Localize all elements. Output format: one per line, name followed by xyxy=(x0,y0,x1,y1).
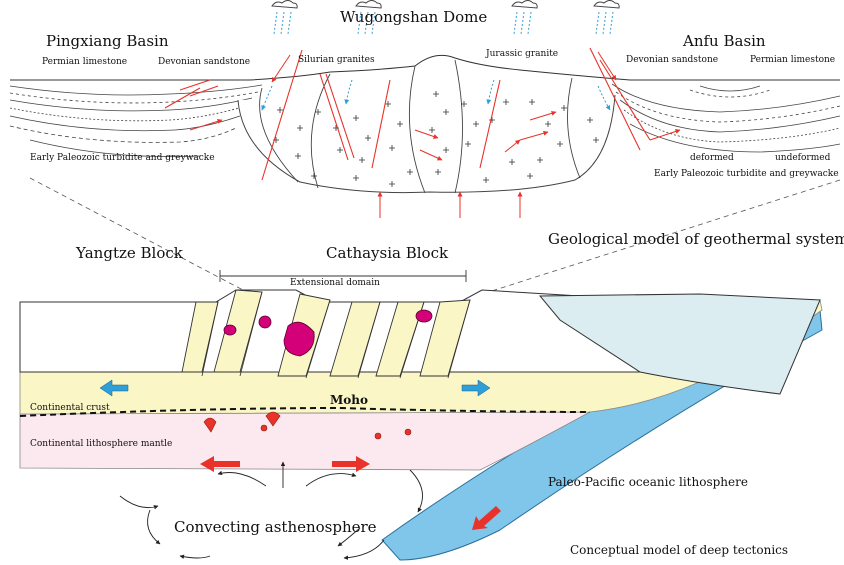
turbidite-left-label: Early Paleozoic turbidite and greywacke xyxy=(30,153,215,163)
pingxiang-basin-layers xyxy=(9,84,263,158)
convecting-asthenosphere-label: Convecting asthenosphere xyxy=(174,518,377,536)
granite-texture xyxy=(273,91,599,187)
mantle-diapirs xyxy=(203,411,412,440)
deformed-label: deformed xyxy=(690,153,734,163)
lithosphere-mantle-label: Continental lithosphere mantle xyxy=(30,439,172,449)
devonian-sandstone-right-label: Devonian sandstone xyxy=(626,55,718,65)
yangtze-block-label: Yangtze Block xyxy=(75,244,184,262)
continental-crust-label: Continental crust xyxy=(30,403,110,413)
anfu-basin-label: Anfu Basin xyxy=(682,32,766,50)
mantle-flow-arrows xyxy=(200,456,501,530)
sea-surface xyxy=(538,293,821,395)
permian-limestone-left-label: Permian limestone xyxy=(42,57,127,67)
turbidite-right-label: Early Paleozoic turbidite and greywacke xyxy=(654,169,839,179)
arrow-down-left-icon xyxy=(472,506,501,530)
ground-surface xyxy=(10,54,840,81)
permian-limestone-right-label: Permian limestone xyxy=(750,55,835,65)
extensional-domain-bracket xyxy=(219,270,467,282)
extension-arrows xyxy=(99,379,491,397)
arrow-right-icon xyxy=(461,379,491,397)
wugongshan-dome-title: Wugongshan Dome xyxy=(340,8,487,26)
zoom-connector-lines xyxy=(29,177,841,301)
jurassic-granite-label: Jurassic granite xyxy=(485,49,558,59)
undeformed-label: undeformed xyxy=(775,153,831,163)
anfu-basin-layers xyxy=(611,83,841,153)
convection-arrows xyxy=(119,461,423,560)
deep-tectonics-caption: Conceptual model of deep tectonics xyxy=(570,543,788,557)
upper-geological-model: Pingxiang Basin Wugongshan Dome Anfu Bas… xyxy=(9,0,844,248)
granite-intrusions xyxy=(223,309,433,357)
heat-flow-arrows xyxy=(189,51,681,218)
dome-internal-boundaries xyxy=(259,59,581,194)
pingxiang-basin-label: Pingxiang Basin xyxy=(46,32,169,50)
cathaysia-block-label: Cathaysia Block xyxy=(326,244,449,262)
geological-model-caption: Geological model of geothermal system xyxy=(548,230,844,248)
devonian-sandstone-left-label: Devonian sandstone xyxy=(158,57,250,67)
groundwater-arrows xyxy=(261,79,611,111)
extensional-domain-label: Extensional domain xyxy=(290,278,380,288)
red-faults xyxy=(164,47,651,181)
lithosphere-mantle-layer xyxy=(19,411,591,471)
arrow-right-icon xyxy=(332,456,370,472)
lower-tectonic-model: Yangtze Block Cathaysia Block Extensiona… xyxy=(19,244,823,561)
arrow-left-icon xyxy=(200,456,240,472)
oceanic-lithosphere-label: Paleo-Pacific oceanic lithosphere xyxy=(548,475,748,489)
wugongshan-dome-body xyxy=(237,94,616,194)
rain-cloud-icon xyxy=(271,0,620,9)
moho-label: Moho xyxy=(330,393,368,407)
moho-line xyxy=(19,406,591,417)
silurian-granites-label: Silurian granites xyxy=(298,55,375,65)
arrow-left-icon xyxy=(99,379,129,397)
